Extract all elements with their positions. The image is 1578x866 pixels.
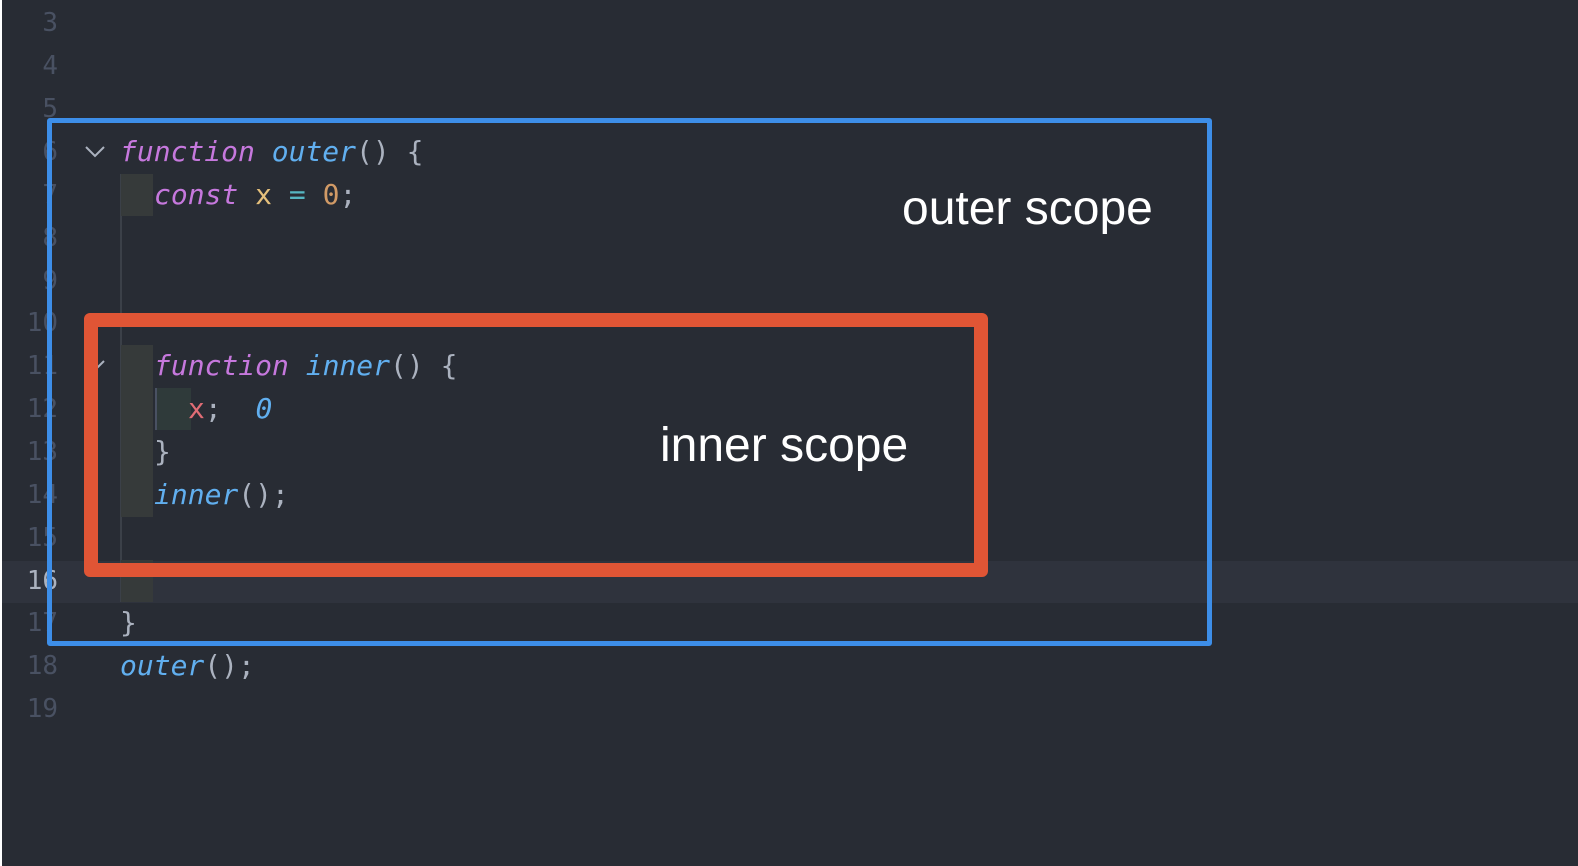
punctuation-token: ();: [238, 478, 289, 511]
indent-marker: [121, 174, 153, 216]
function-name-token: outer: [271, 135, 357, 168]
punctuation-token: ;: [339, 178, 357, 211]
punctuation-token: }: [120, 606, 137, 639]
line-number: 11: [26, 351, 58, 381]
line-number: 13: [26, 437, 58, 467]
window-edge: [0, 0, 2, 866]
function-name-token: outer: [120, 649, 205, 682]
indent-marker: [155, 388, 191, 430]
line-number: 4: [42, 51, 58, 81]
line-number-active: 16: [26, 566, 58, 596]
outer-scope-label: outer scope: [902, 182, 1153, 235]
code-line-7[interactable]: const x = 0;: [154, 174, 356, 216]
code-line-14[interactable]: inner();: [154, 474, 289, 516]
code-line-11[interactable]: function inner() {: [154, 345, 457, 387]
line-number: 12: [26, 394, 58, 424]
keyword-token: const: [154, 178, 239, 211]
code-line-13[interactable]: }: [154, 431, 171, 473]
operator-token: =: [288, 178, 306, 211]
line-number: 14: [26, 480, 58, 510]
line-number: 19: [26, 694, 58, 724]
code-line-18[interactable]: outer();: [120, 645, 255, 687]
keyword-token: function: [154, 349, 289, 382]
line-number: 17: [26, 608, 58, 638]
variable-token: x: [255, 178, 273, 211]
punctuation-token: ;: [204, 392, 222, 425]
chevron-down-icon[interactable]: [82, 131, 108, 173]
line-number: 5: [42, 94, 58, 124]
punctuation-token: }: [154, 435, 171, 468]
function-name-token: inner: [305, 349, 391, 382]
line-number: 15: [26, 523, 58, 553]
keyword-token: function: [120, 135, 255, 168]
indent-marker: [121, 345, 153, 517]
inline-value-hint: 0: [255, 392, 273, 425]
line-number: 18: [26, 651, 58, 681]
inner-scope-box: [84, 313, 988, 577]
code-line-6[interactable]: function outer() {: [120, 131, 423, 173]
function-name-token: inner: [154, 478, 239, 511]
line-number: 10: [26, 308, 58, 338]
code-line-17[interactable]: }: [120, 602, 137, 644]
punctuation-token: ();: [204, 649, 255, 682]
punctuation-token: () {: [356, 135, 424, 168]
punctuation-token: () {: [390, 349, 458, 382]
inner-scope-label: inner scope: [660, 419, 909, 472]
code-line-12[interactable]: x; 0: [188, 388, 272, 430]
line-number: 3: [42, 8, 58, 38]
number-token: 0: [322, 178, 340, 211]
outer-scope-box: [47, 118, 1212, 646]
variable-token: x: [188, 392, 205, 425]
